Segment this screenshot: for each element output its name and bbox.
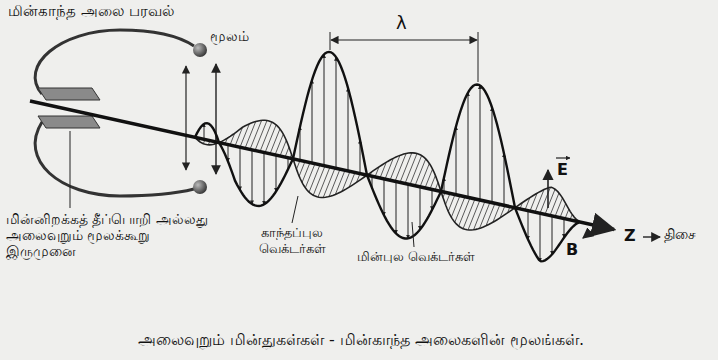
e-field-vector — [336, 57, 337, 168]
leader-line — [70, 131, 71, 208]
oscillation-arrow — [185, 66, 186, 170]
e-field-vector — [564, 218, 565, 237]
b-field-hatch — [455, 197, 465, 223]
e-field-vector — [312, 80, 313, 163]
b-field-hatch — [250, 120, 262, 149]
electric-wave — [195, 52, 579, 261]
wavelength-tick — [330, 32, 331, 50]
b-field-hatch — [545, 189, 555, 214]
source-wire — [35, 30, 194, 94]
e-field-vector — [480, 85, 481, 200]
b-field-hatch — [415, 159, 426, 186]
e-field-vector — [384, 179, 385, 215]
b-field-hatch — [305, 164, 315, 188]
b-field-hatch — [410, 156, 422, 185]
b-field-hatch — [474, 201, 485, 230]
b-field-hatch — [459, 198, 470, 226]
e-field-vector — [528, 211, 529, 240]
source-label: மூலம் — [210, 28, 249, 45]
e-field-vector — [264, 152, 265, 204]
e-field-vector — [504, 154, 505, 206]
b-field-hatch — [560, 203, 566, 217]
b-field-hatch — [400, 153, 412, 183]
charge-sphere — [193, 180, 207, 194]
b-field-hatch — [313, 166, 325, 195]
propagation-axis — [30, 101, 614, 230]
vector-overline — [556, 157, 570, 158]
leader-line — [412, 222, 414, 247]
vector-label: மின்புல வெக்டர்கள் — [356, 249, 476, 265]
wave-group — [195, 52, 579, 261]
e-field-vector — [420, 187, 421, 230]
b-field-hatch — [395, 153, 406, 181]
wavelength-tick — [478, 32, 479, 82]
e-field-vector — [252, 150, 253, 204]
e-field-vector — [540, 213, 541, 261]
e-field-vector — [456, 126, 457, 194]
b-field-hatch — [446, 193, 450, 204]
e-vector-arrow — [547, 170, 549, 208]
b-field-hatch — [463, 199, 475, 229]
e-field-vector — [240, 147, 241, 190]
leader-line — [292, 196, 298, 223]
spark-plate — [38, 116, 100, 128]
e-field-vector — [276, 155, 277, 191]
wavelength-arrow — [331, 39, 477, 40]
spark-plate — [38, 88, 100, 100]
e-field-vector — [348, 88, 349, 171]
direction-label: திசை — [664, 226, 696, 243]
figure-caption: அலைவுறும் மின்துகள்கள் - மின்காந்த அலைகள… — [2, 330, 718, 349]
b-field-hatch — [260, 122, 272, 152]
b-field-hatch — [430, 176, 435, 190]
e-field-vector — [396, 182, 397, 234]
source-description: மின்னிறக்கத் தீப்பொறி அல்லது அலைவுறும் ம… — [6, 211, 216, 260]
b-field-hatch — [451, 196, 460, 218]
e-field-vector — [468, 93, 469, 198]
e-field-vector — [204, 124, 205, 139]
b-field-hatch — [550, 193, 559, 215]
b-field-hatch — [468, 200, 480, 230]
axis-symbol: Z — [624, 226, 636, 245]
e-field-vector — [492, 107, 493, 202]
b-field-hatch — [309, 165, 320, 192]
b-field-hatch — [299, 162, 305, 177]
b-vector-arrow — [583, 226, 598, 238]
b-field-hatch — [280, 140, 286, 156]
field-symbol: B — [566, 240, 578, 259]
magnetic-wave — [195, 120, 579, 230]
oscillation-arrow — [215, 64, 216, 174]
field-symbol: E — [557, 160, 568, 179]
e-field-vector — [552, 216, 553, 255]
b-field-hatch — [318, 167, 330, 197]
vector-label: காந்தப்புல வெக்டர்கள் — [232, 225, 352, 256]
b-field-hatch — [323, 168, 335, 197]
wavelength-symbol: λ — [396, 12, 407, 34]
e-field-vector — [324, 54, 325, 165]
b-field-hatch — [255, 121, 267, 151]
direction-arrow — [643, 236, 660, 237]
b-field-hatch — [270, 129, 280, 154]
b-field-hatch — [420, 163, 429, 186]
e-field-vector — [408, 184, 409, 238]
diagram-title: மின்காந்த அலை பரவல் — [8, 2, 174, 20]
b-field-hatch — [405, 154, 417, 184]
b-field-hatch — [265, 125, 276, 153]
charge-sphere — [193, 43, 207, 57]
b-field-hatch — [448, 195, 455, 212]
